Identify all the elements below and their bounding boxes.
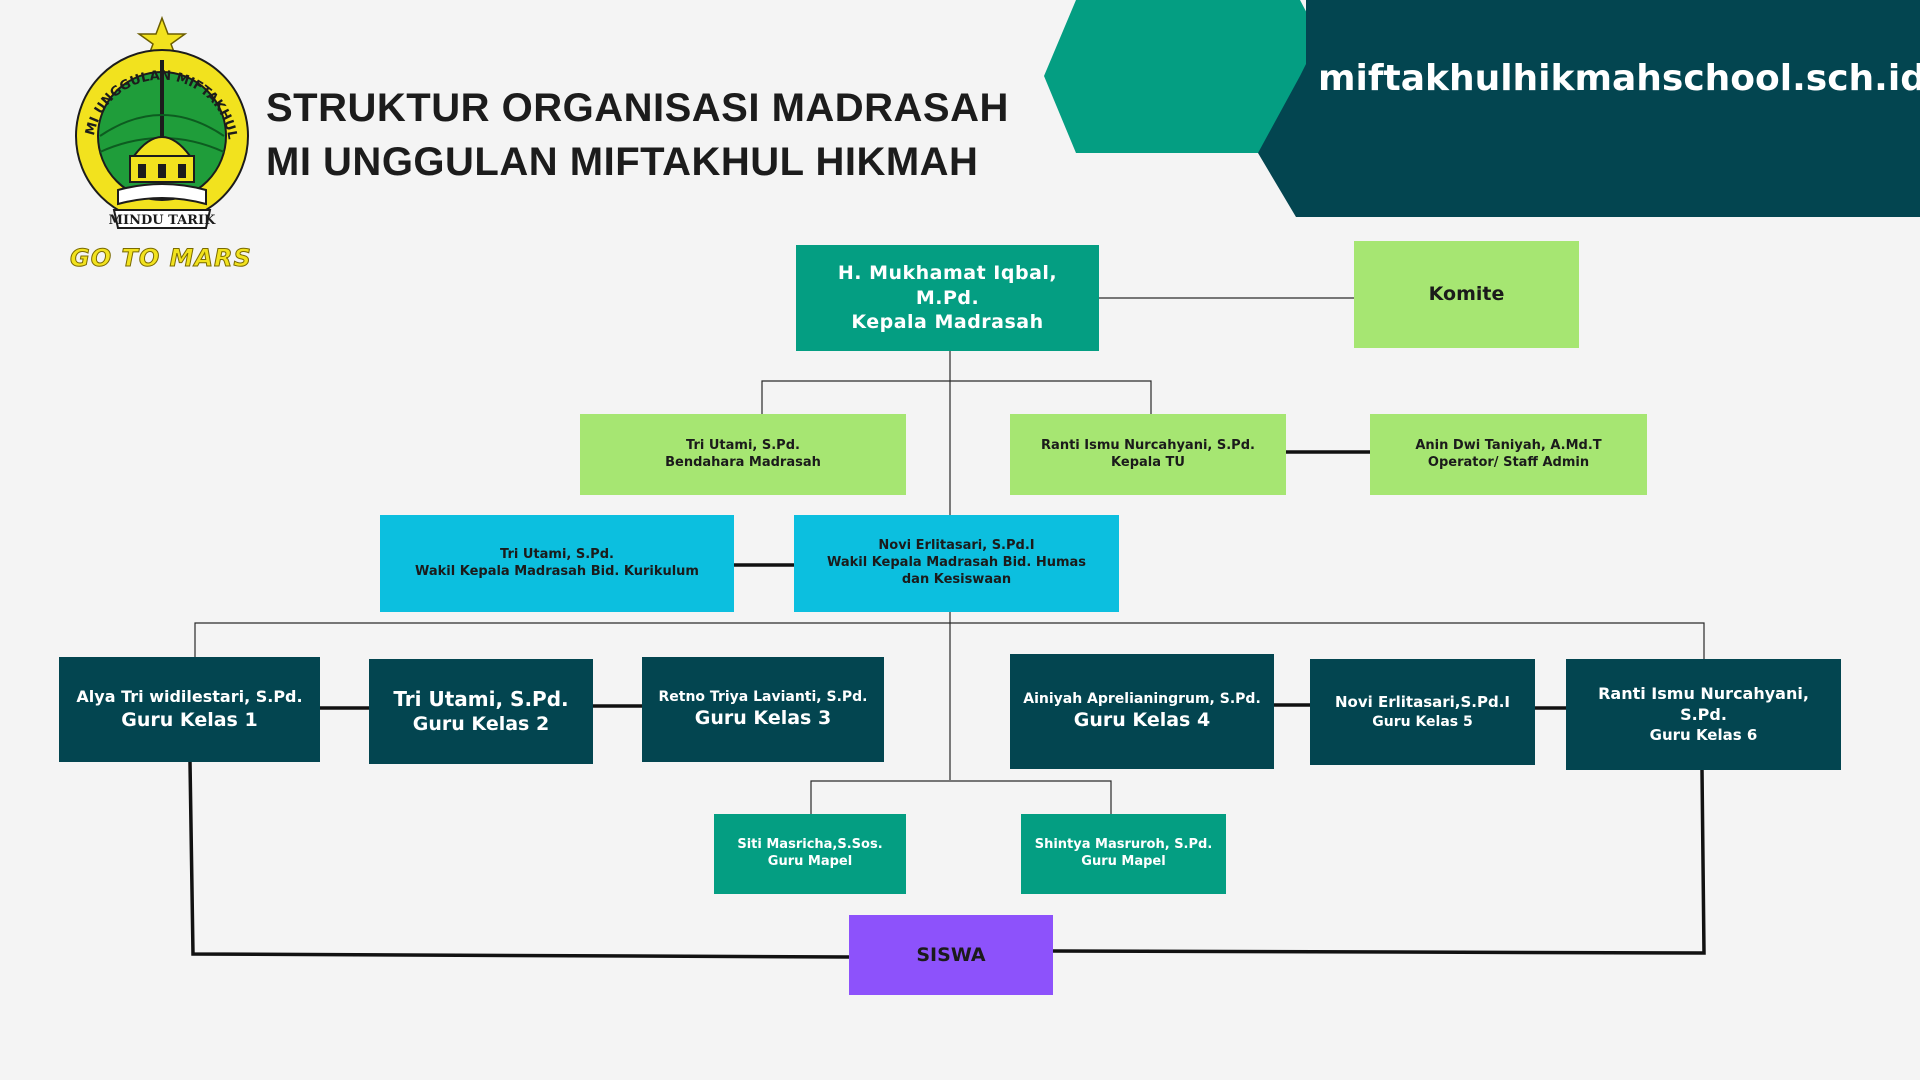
guru-mapel-2-role: Guru Mapel — [1081, 854, 1166, 869]
page-title-line1: STRUKTUR ORGANISASI MADRASAH — [266, 86, 1009, 130]
guru-kelas-6-name: Ranti Ismu Nurcahyani, S.Pd. — [1598, 683, 1809, 724]
page-title-line2: MI UNGGULAN MIFTAKHUL HIKMAH — [266, 140, 979, 184]
guru-kelas-2-role: Guru Kelas 2 — [412, 713, 550, 736]
kepala-tu-name: Ranti Ismu Nurcahyani, S.Pd. — [1041, 437, 1255, 453]
guru-kelas-3-role: Guru Kelas 3 — [694, 707, 832, 730]
guru-kelas-4-name: Ainiyah Aprelianingrum, S.Pd. — [1023, 691, 1261, 708]
guru-mapel-2-box: Shintya Masruroh, S.Pd. Guru Mapel — [1021, 814, 1226, 894]
navy-banner-shape — [1258, 0, 1920, 217]
guru-kelas-5-box: Novi Erlitasari,S.Pd.I Guru Kelas 5 — [1310, 659, 1535, 765]
guru-kelas-1-name: Alya Tri widilestari, S.Pd. — [76, 686, 303, 706]
guru-mapel-1-box: Siti Masricha,S.Sos. Guru Mapel — [714, 814, 906, 894]
school-logo: MI UNGGULAN MIFTAKHUL HIKMAH MINDU TARIK — [70, 14, 249, 229]
waka-humas-box: Novi Erlitasari, S.Pd.I Wakil Kepala Mad… — [794, 515, 1119, 612]
operator-box: Anin Dwi Taniyah, A.Md.T Operator/ Staff… — [1370, 414, 1647, 495]
guru-kelas-6-role: Guru Kelas 6 — [1649, 725, 1758, 744]
kepala-name: H. Mukhamat Iqbal, M.Pd. — [837, 261, 1058, 309]
guru-kelas-4-box: Ainiyah Aprelianingrum, S.Pd. Guru Kelas… — [1010, 654, 1274, 769]
bendahara-role: Bendahara Madrasah — [665, 454, 821, 470]
guru-kelas-1-box: Alya Tri widilestari, S.Pd. Guru Kelas 1 — [59, 657, 320, 762]
kepala-tu-box: Ranti Ismu Nurcahyani, S.Pd. Kepala TU — [1010, 414, 1286, 495]
guru-kelas-3-box: Retno Triya Lavianti, S.Pd. Guru Kelas 3 — [642, 657, 884, 762]
komite-label: Komite — [1428, 283, 1505, 306]
header-shapes — [1044, 0, 1920, 217]
siswa-box: SISWA — [849, 915, 1053, 995]
siswa-label: SISWA — [916, 943, 986, 966]
waka-kurikulum-role: Wakil Kepala Madrasah Bid. Kurikulum — [415, 563, 699, 579]
logo-banner-text: MINDU TARIK — [109, 213, 216, 228]
guru-kelas-1-role: Guru Kelas 1 — [121, 708, 258, 731]
kepala-role: Kepala Madrasah — [851, 311, 1044, 334]
waka-kurikulum-name: Tri Utami, S.Pd. — [500, 546, 614, 562]
bendahara-box: Tri Utami, S.Pd. Bendahara Madrasah — [580, 414, 906, 495]
teal-hexagon-shape — [1044, 0, 1340, 153]
guru-kelas-6-box: Ranti Ismu Nurcahyani, S.Pd. Guru Kelas … — [1566, 659, 1841, 770]
operator-role: Operator/ Staff Admin — [1427, 454, 1590, 470]
kepala-tu-role: Kepala TU — [1111, 454, 1185, 470]
guru-kelas-5-role: Guru Kelas 5 — [1372, 713, 1473, 730]
guru-kelas-5-name: Novi Erlitasari,S.Pd.I — [1334, 693, 1511, 712]
waka-humas-name: Novi Erlitasari, S.Pd.I — [878, 538, 1035, 554]
guru-kelas-3-name: Retno Triya Lavianti, S.Pd. — [658, 689, 868, 706]
komite-box: Komite — [1354, 241, 1579, 348]
operator-name: Anin Dwi Taniyah, A.Md.T — [1415, 437, 1602, 453]
waka-humas-role: Wakil Kepala Madrasah Bid. Humas dan Kes… — [826, 555, 1087, 587]
guru-mapel-1-name: Siti Masricha,S.Sos. — [737, 837, 883, 853]
logo-motto: GO TO MARS — [70, 244, 252, 273]
website-url: miftakhulhikmahschool.sch.id — [1318, 58, 1920, 99]
kepala-madrasah-box: H. Mukhamat Iqbal, M.Pd. Kepala Madrasah — [796, 245, 1099, 351]
waka-kurikulum-box: Tri Utami, S.Pd. Wakil Kepala Madrasah B… — [380, 515, 734, 612]
bendahara-name: Tri Utami, S.Pd. — [686, 437, 800, 453]
guru-kelas-4-role: Guru Kelas 4 — [1073, 709, 1211, 732]
guru-kelas-2-name: Tri Utami, S.Pd. — [393, 687, 569, 712]
guru-mapel-1-role: Guru Mapel — [767, 854, 853, 869]
guru-kelas-2-box: Tri Utami, S.Pd. Guru Kelas 2 — [369, 659, 593, 764]
guru-mapel-2-name: Shintya Masruroh, S.Pd. — [1034, 837, 1213, 853]
